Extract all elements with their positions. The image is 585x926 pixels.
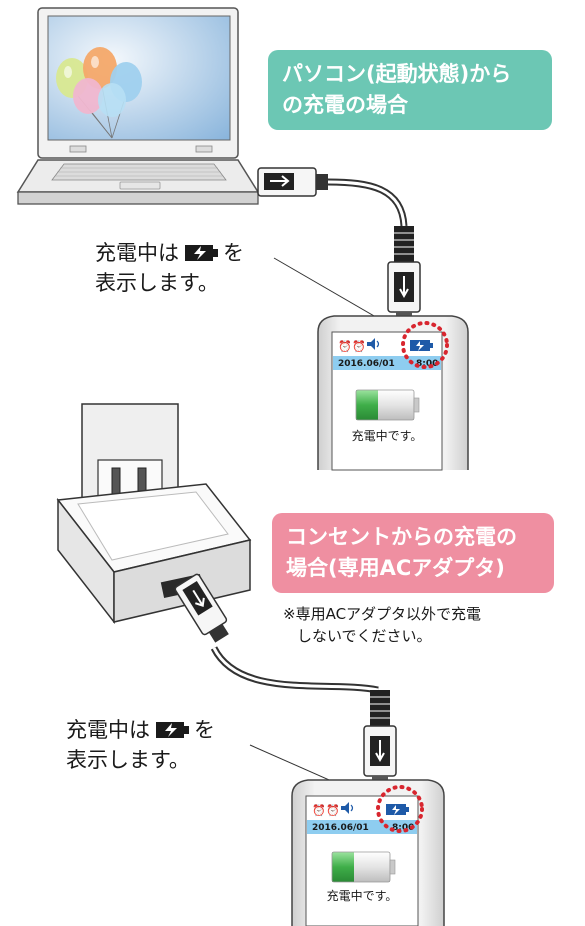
svg-text:⏰: ⏰ (312, 803, 326, 817)
caption-ac: 充電中は を 表示します。 (66, 715, 215, 775)
callout-line1: コンセントからの充電の (286, 525, 517, 549)
callout-ac-charging: コンセントからの充電の 場合(専用ACアダプタ) (272, 513, 554, 593)
battery-charging-icon (410, 340, 433, 351)
svg-text:⏰: ⏰ (338, 339, 352, 353)
svg-text:⏰: ⏰ (326, 803, 340, 817)
device-time: 8:00 (392, 823, 414, 833)
caption-text-a: 充電中は (95, 241, 179, 265)
speaker-icon (341, 802, 354, 814)
alarm-icon: ⏰⏰ (312, 803, 340, 817)
callout-line1: パソコン(起動状態)から (282, 62, 512, 86)
device-status: 充電中です。 (352, 428, 423, 443)
callout-pc-charging: パソコン(起動状態)から の充電の場合 (268, 50, 552, 130)
caption-text-b: を (223, 241, 244, 265)
note-line1: ※専用ACアダプタ以外で充電 (283, 605, 482, 623)
speaker-icon (367, 338, 380, 350)
ac-adapter-icon (56, 403, 252, 625)
device-1: ⏰⏰ 2016.06/01 8:00 充電中です。 (317, 315, 469, 471)
battery-charging-icon (156, 721, 190, 739)
svg-text:⏰: ⏰ (352, 339, 366, 353)
device-date: 2016.06/01 (312, 823, 369, 833)
caption-pc: 充電中は を 表示します。 (95, 238, 244, 298)
balloons-image (56, 47, 142, 139)
highlight-circle (376, 785, 424, 833)
adapter-warning-note: ※専用ACアダプタ以外で充電 しないでください。 (283, 603, 481, 647)
battery-image (355, 389, 420, 421)
battery-charging-icon (386, 804, 409, 815)
device-2: ⏰⏰ 2016.06/01 8:00 充電中です。 (291, 779, 445, 926)
connector-plug (363, 690, 397, 784)
caption-line2: 表示します。 (95, 271, 219, 295)
callout-line2: の充電の場合 (282, 93, 408, 117)
connector-plug (387, 226, 421, 320)
alarm-icon: ⏰⏰ (338, 339, 366, 353)
note-line2: しないでください。 (297, 627, 432, 645)
caption-text-b: を (194, 718, 215, 742)
battery-charging-icon (185, 244, 219, 262)
device-date: 2016.06/01 (338, 359, 395, 369)
highlight-circle (401, 321, 449, 369)
battery-image (331, 851, 396, 883)
laptop-icon (16, 7, 260, 205)
callout-line2: 場合(専用ACアダプタ) (286, 556, 505, 580)
device-status: 充電中です。 (327, 888, 398, 903)
caption-line2: 表示します。 (66, 748, 190, 772)
usb-plug-icon (257, 167, 328, 197)
device-time: 8:00 (416, 359, 438, 369)
caption-text-a: 充電中は (66, 718, 150, 742)
usb-plug-icon (174, 573, 229, 643)
